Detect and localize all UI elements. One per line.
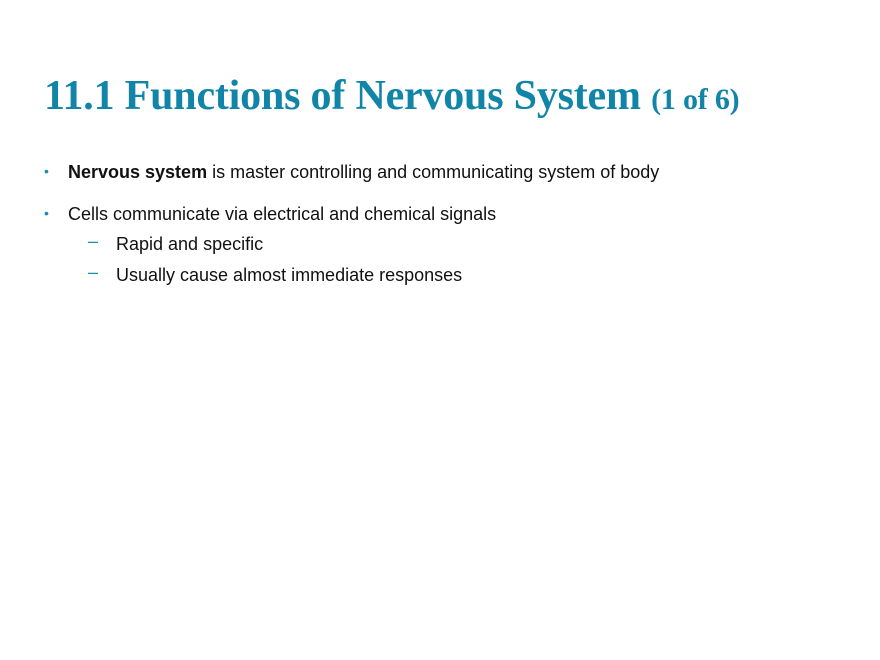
sub-item-immediate: Usually cause almost immediate responses xyxy=(116,264,462,286)
sub-item-rapid: Rapid and specific xyxy=(116,233,263,255)
dash-icon: – xyxy=(88,262,99,282)
bullet-item-1: Nervous system is master controlling and… xyxy=(68,161,659,183)
slide-title: 11.1 Functions of Nervous System (1 of 6… xyxy=(44,70,740,126)
bullet-icon: • xyxy=(44,163,49,179)
bullet-1-term: Nervous system xyxy=(68,162,208,182)
bullet-1-text: is master controlling and communicating … xyxy=(207,162,660,182)
title-main: 11.1 Functions of Nervous System xyxy=(44,73,641,119)
sub-item-text: Usually cause almost immediate responses xyxy=(116,265,463,285)
dash-icon: – xyxy=(88,231,99,251)
sub-item-text: Rapid and specific xyxy=(116,234,264,254)
bullet-2-text: Cells communicate via electrical and che… xyxy=(68,204,497,224)
title-counter: (1 of 6) xyxy=(651,83,740,116)
bullet-item-2: Cells communicate via electrical and che… xyxy=(68,203,496,225)
bullet-icon: • xyxy=(44,205,49,221)
